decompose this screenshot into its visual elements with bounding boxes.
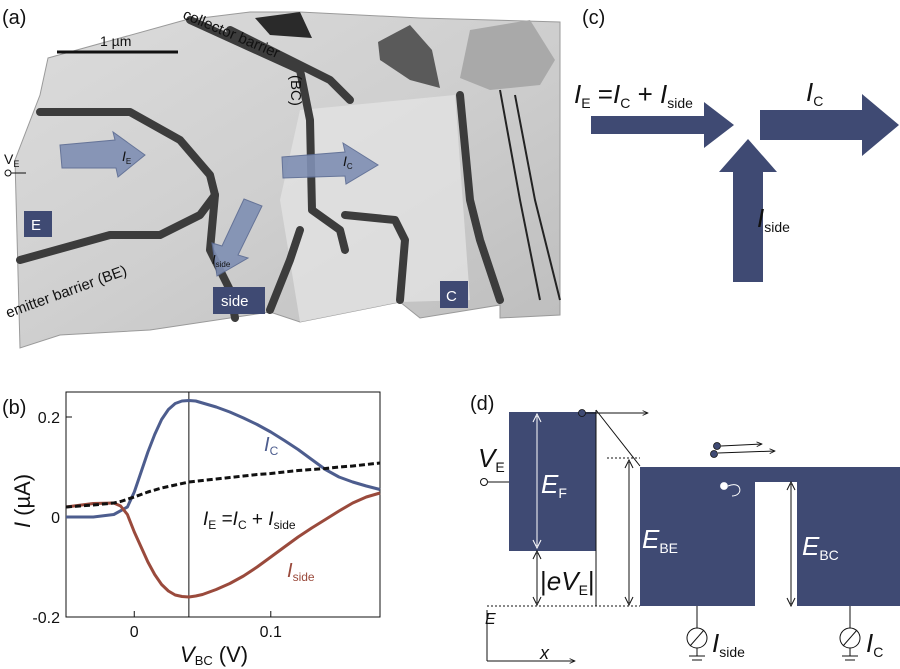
series-line-iside (65, 491, 381, 599)
series-line-ic (66, 399, 381, 519)
eve-dimension-heads (532, 549, 542, 607)
scale-bar-label: 1 µm (100, 33, 131, 49)
curve-iside-label: Iside (287, 560, 315, 584)
trench-collector-barrier-2 (226, 26, 354, 104)
panel-d: (d) E x (470, 393, 900, 663)
y-tick-label-2: -0.2 (32, 610, 60, 627)
trench-thin-lines (499, 89, 561, 301)
band-ve-terminal (480, 478, 488, 486)
trench-center-left (266, 226, 304, 314)
sample-ridge-right (460, 20, 555, 90)
ef-dimension (532, 412, 542, 550)
ammeter-collector-label: IC (866, 628, 883, 660)
ammeter-collector-needle (842, 629, 858, 647)
contact-e-box (24, 211, 52, 237)
trench-thin-1 (499, 89, 541, 301)
ve-terminal-circle (4, 169, 12, 177)
trench-right (456, 91, 504, 304)
band-ve-label: VE (478, 443, 505, 475)
plot-ticks: 0 0.1 0.2 0 -0.2 (32, 410, 282, 641)
ebe-dimension-heads (624, 458, 634, 607)
base-collector-band (640, 467, 900, 606)
electron-mid-2-path (717, 451, 775, 453)
plot-ylabel: I(µA) (10, 474, 35, 528)
panel-c: (c) IE =IC + Iside IC Iside (574, 7, 899, 282)
arrow-iside-label: Iside (212, 252, 231, 269)
contact-c-label: C (446, 288, 457, 305)
ve-label: VE (4, 151, 19, 169)
x-tick-label-1: 0.1 (260, 624, 282, 641)
flow-arrow-ic (760, 94, 899, 156)
electron-top (578, 409, 586, 417)
contact-c-box (440, 281, 468, 308)
flow-arrow-ie (591, 102, 734, 148)
arrow-ie-label: IE (122, 148, 131, 166)
panel-b-label: (b) (2, 397, 26, 419)
flow-equation: IE =IC + Iside (574, 79, 693, 111)
ammeter-side-label: Iside (712, 628, 745, 660)
ebc-dimension (786, 480, 796, 608)
eve-label: |eVE| (540, 566, 595, 598)
ebe-label: EBE (642, 524, 678, 556)
position-axis-label: x (539, 643, 550, 663)
trench-emitter-top (36, 108, 219, 199)
contact-side-label: side (221, 293, 249, 310)
emitter-band (509, 412, 596, 551)
arrow-iside (211, 198, 263, 277)
sample-plateau (280, 95, 470, 322)
arrow-ic (281, 141, 379, 185)
curve-ie-equation: IE =IC + Iside (203, 509, 296, 532)
plot-xlabel: VBC(V) (180, 642, 248, 668)
trench-center-right (341, 211, 409, 304)
panel-a-label: (a) (2, 7, 26, 29)
flow-iside-label: Iside (757, 203, 790, 235)
arrow-ic-label: IC (343, 153, 353, 171)
ebe-dimension (624, 458, 634, 607)
contact-e-label: E (31, 217, 41, 234)
ebc-label: EBC (802, 531, 839, 563)
ammeter-collector: IC (839, 606, 883, 661)
electron-mid-2 (710, 450, 718, 458)
ve-terminal: VE (4, 151, 26, 177)
x-tick-label-0: 0 (130, 624, 139, 641)
curve-ic-label: IC (264, 434, 279, 458)
arrow-ie (59, 130, 146, 178)
emitter-barrier-slope (595, 409, 641, 467)
contact-side-box (213, 287, 265, 314)
trench-emitter-barrier (16, 191, 219, 264)
plot-frame (65, 391, 381, 618)
sample-bump (378, 25, 440, 88)
electron-reflected (720, 482, 728, 490)
ammeter-side: Iside (686, 606, 745, 661)
ammeter-side-needle (689, 629, 705, 647)
series-line-ie (65, 461, 381, 509)
ef-dimension-heads (532, 412, 542, 550)
panel-d-label: (d) (470, 393, 494, 415)
ef-label: EF (541, 469, 567, 501)
flow-ic-label: IC (806, 77, 823, 109)
plot-curves (65, 399, 381, 599)
y-tick-label-0: 0.2 (38, 410, 60, 427)
electron-mid-1-path (720, 444, 762, 446)
energy-axis-label: E (485, 611, 496, 628)
electron-reflected-path (727, 484, 741, 497)
flow-arrow-iside (719, 139, 777, 282)
ebc-dimension-heads (786, 480, 796, 608)
sample-pit (255, 12, 312, 38)
trench-thin-2 (514, 94, 561, 301)
bc-tag-label: (BC) (287, 75, 304, 106)
panel-c-label: (c) (582, 7, 605, 29)
panel-a: (a) 1 µm collector barrier (BC) (2, 6, 561, 349)
panel-b: (b) 0 0.1 0.2 0 -0.2 I(µA) VBC(V) IC IE =IC … (2, 391, 381, 668)
electron-mid-1 (713, 442, 721, 450)
y-tick-label-1: 0 (51, 510, 60, 527)
eve-dimension (532, 549, 542, 607)
